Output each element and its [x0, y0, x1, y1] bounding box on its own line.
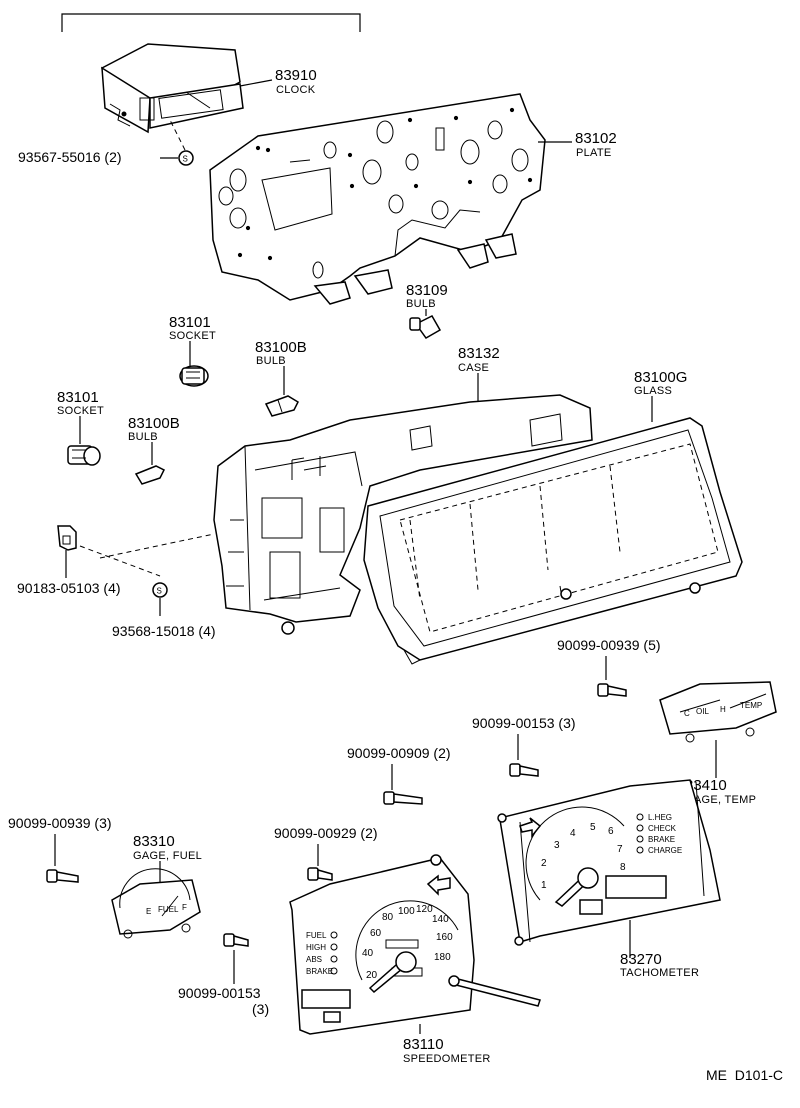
diagram-id: ME D101-C — [706, 1067, 783, 1083]
bulb-top-name: BULB — [406, 298, 436, 310]
screw-909-part — [383, 791, 423, 805]
glass-part — [363, 417, 743, 665]
temp-gage-name: GAGE, TEMP — [685, 794, 756, 806]
svg-text:ABS: ABS — [306, 955, 322, 964]
group-bracket — [61, 13, 361, 32]
screw-929-part — [307, 867, 333, 881]
svg-text:60: 60 — [370, 928, 382, 939]
screw-909-number: 90099-00909 (2) — [347, 745, 451, 761]
plate-part — [209, 93, 546, 305]
speedometer-number: 83110 — [403, 1036, 444, 1053]
svg-text:HIGH: HIGH — [306, 943, 326, 952]
case-part — [213, 394, 593, 635]
socket-a-number: 83101 — [169, 314, 211, 331]
screw-939-right-number: 90099-00939 (5) — [557, 637, 661, 653]
fuel-gage-number: 83310 — [133, 833, 175, 850]
socket-b-name: SOCKET — [57, 405, 104, 417]
speedometer-name: SPEEDOMETER — [403, 1053, 491, 1065]
case-number: 83132 — [458, 345, 500, 362]
screw-s1-number: 93567-55016 (2) — [18, 149, 122, 165]
svg-text:140: 140 — [432, 914, 449, 925]
screw-153-lower-qty: (3) — [252, 1001, 269, 1017]
svg-text:4: 4 — [570, 828, 576, 839]
bulb-a-name: BULB — [256, 355, 286, 367]
clip-part — [57, 525, 77, 551]
tachometer-number: 83270 — [620, 951, 662, 968]
fuel-gage-name: GAGE, FUEL — [133, 850, 202, 862]
svg-text:20: 20 — [366, 970, 378, 981]
svg-text:CHARGE: CHARGE — [648, 846, 682, 855]
bulb-b-number: 83100B — [128, 415, 180, 432]
svg-text:S: S — [157, 587, 162, 596]
svg-text:CHECK: CHECK — [648, 824, 677, 833]
plate-name: PLATE — [576, 147, 612, 159]
svg-text:40: 40 — [362, 948, 374, 959]
svg-text:E: E — [146, 907, 151, 916]
svg-text:H: H — [720, 705, 726, 714]
screw-153-upper-part — [509, 763, 539, 777]
bulb-b-name: BULB — [128, 431, 158, 443]
svg-text:6: 6 — [608, 826, 614, 837]
case-name: CASE — [458, 362, 489, 374]
clock-part — [101, 43, 244, 134]
clock-name: CLOCK — [276, 84, 316, 96]
fuel-gage-part: E FUEL F — [111, 868, 201, 939]
svg-text:2: 2 — [541, 858, 547, 869]
svg-text:120: 120 — [416, 904, 433, 915]
s-screw-icon — [178, 150, 194, 166]
svg-text:100: 100 — [398, 906, 415, 917]
svg-text:FUEL: FUEL — [158, 905, 179, 914]
clip-number: 90183-05103 (4) — [17, 580, 121, 596]
screw-153-lower-number: 90099-00153 — [178, 985, 261, 1001]
plate-number: 83102 — [575, 130, 617, 147]
svg-text:3: 3 — [554, 840, 560, 851]
svg-text:1: 1 — [541, 880, 547, 891]
clock-number: 83910 — [275, 67, 317, 84]
bulb-top-part — [409, 315, 442, 339]
screw-939-left-part — [46, 869, 79, 883]
screw-153-upper-number: 90099-00153 (3) — [472, 715, 576, 731]
svg-text:BRAKE: BRAKE — [306, 967, 333, 976]
svg-text:OIL: OIL — [696, 707, 709, 716]
svg-text:S: S — [183, 155, 188, 164]
svg-text:TEMP: TEMP — [740, 701, 762, 710]
svg-text:L.HEG: L.HEG — [648, 813, 672, 822]
svg-text:180: 180 — [434, 952, 451, 963]
socket-a-name: SOCKET — [169, 330, 216, 342]
screw-s2-number: 93568-15018 (4) — [112, 623, 216, 639]
bulb-b-part — [134, 465, 166, 485]
glass-number: 83100G — [634, 369, 687, 386]
socket-b-part — [67, 445, 101, 466]
svg-text:C: C — [684, 709, 690, 718]
glass-name: GLASS — [634, 385, 672, 397]
bulb-top-number: 83109 — [406, 282, 448, 299]
screw-929-number: 90099-00929 (2) — [274, 825, 378, 841]
screw-939-right-part — [597, 683, 627, 697]
svg-text:F: F — [182, 903, 187, 912]
bulb-a-number: 83100B — [255, 339, 307, 356]
svg-text:BRAKE: BRAKE — [648, 835, 675, 844]
s-screw-icon — [152, 582, 168, 598]
screw-153-lower-part — [223, 933, 249, 947]
bulb-a-part — [264, 395, 299, 417]
temp-gage-part: C OIL H TEMP — [659, 681, 777, 743]
svg-text:7: 7 — [617, 844, 623, 855]
svg-text:FUEL: FUEL — [306, 931, 327, 940]
tachometer-name: TACHOMETER — [620, 967, 699, 979]
screw-939-left-number: 90099-00939 (3) — [8, 815, 112, 831]
tachometer-part: 1 2 3 4 5 6 7 8 L.HEG CHECK BRAKE CHARGE — [497, 779, 721, 946]
temp-gage-number: 83410 — [685, 777, 727, 794]
svg-text:80: 80 — [382, 912, 394, 923]
svg-text:5: 5 — [590, 822, 596, 833]
socket-a-part — [179, 365, 209, 387]
svg-text:8: 8 — [620, 862, 626, 873]
socket-b-number: 83101 — [57, 389, 99, 406]
svg-text:160: 160 — [436, 932, 453, 943]
speedometer-part: 20 40 60 80 100 120 140 160 180 FUEL HIG… — [289, 854, 541, 1035]
